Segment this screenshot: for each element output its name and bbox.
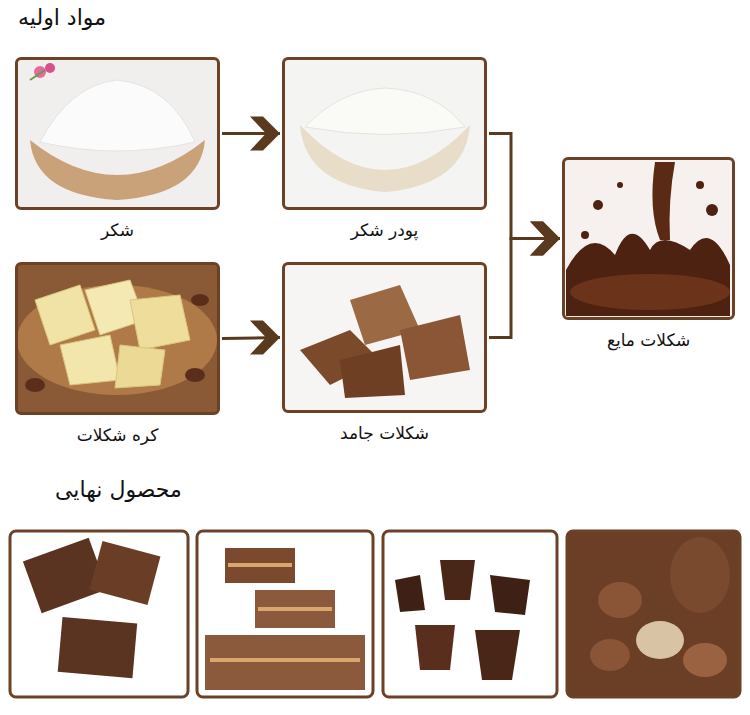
liquid-chocolate-picture <box>564 159 733 318</box>
powder-picture <box>284 59 485 208</box>
node-caption: کره شکلات <box>15 424 220 446</box>
node-caption: شکلات مایع <box>562 329 735 351</box>
node-caption: شکر <box>15 219 220 241</box>
praline-picture <box>383 531 557 697</box>
image-frame <box>15 57 220 210</box>
section-title: مواد اولیه <box>18 4 106 32</box>
image-node: شکلات جامد <box>282 262 487 444</box>
flow-arrow <box>489 134 560 256</box>
image-node: کره شکلات <box>15 262 220 446</box>
chocolate-chunks-picture <box>284 264 485 411</box>
node-caption: شکلات جامد <box>282 422 487 444</box>
chocolate-bar-picture <box>10 531 188 697</box>
flow-arrow <box>222 117 280 151</box>
section-heading: محصول نهایی <box>55 476 182 504</box>
wafer-picture <box>197 531 373 697</box>
image-frame <box>15 262 220 415</box>
image-frame <box>282 57 487 210</box>
image-frame <box>282 262 487 413</box>
flow-arrow <box>489 222 560 338</box>
cocoa-butter-picture <box>17 264 218 413</box>
chocolate-eggs-picture <box>567 531 740 697</box>
image-node: شکر <box>15 57 220 241</box>
image-frame <box>562 157 735 320</box>
node-caption: پودر شکر <box>282 219 487 241</box>
sugar-picture <box>17 59 218 208</box>
image-node: پودر شکر <box>282 57 487 241</box>
flow-arrow <box>222 321 280 355</box>
image-node: شکلات مایع <box>562 157 735 351</box>
